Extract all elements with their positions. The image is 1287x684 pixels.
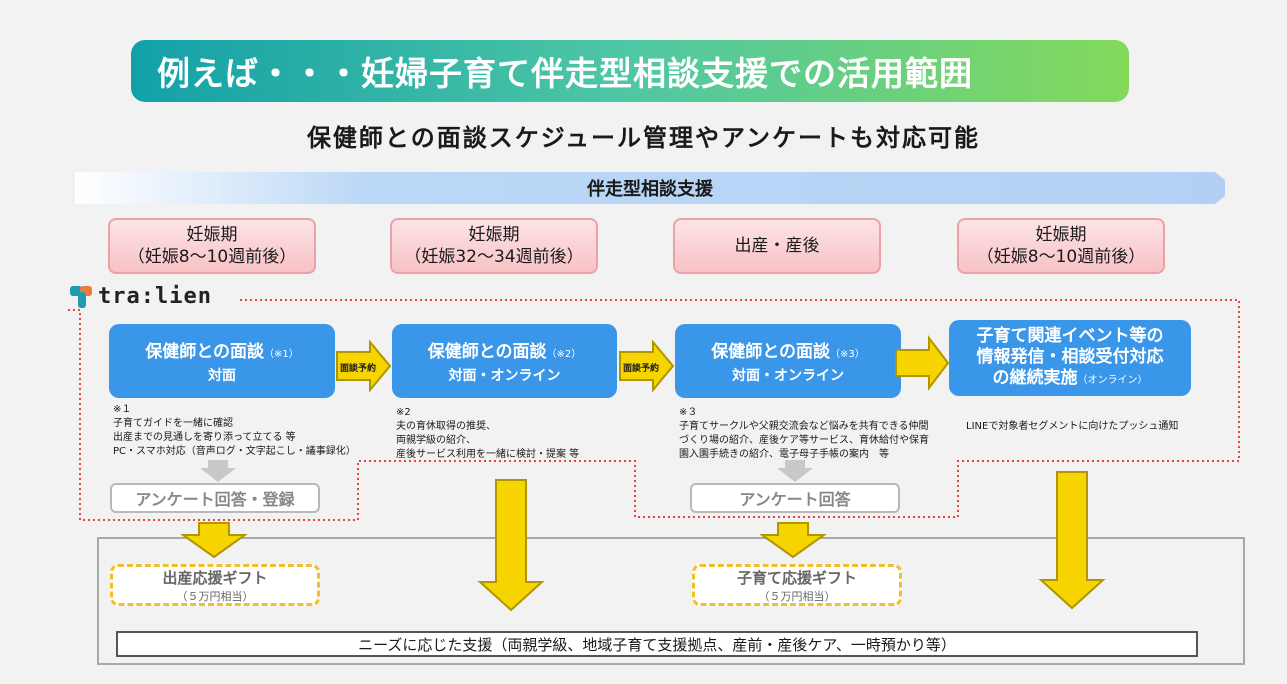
support-frame: [97, 537, 1245, 665]
note-2-line3: 産後サービス利用を一緒に検討・提案 等: [396, 449, 580, 460]
step-4-line3-small: （オンライン）: [1077, 374, 1148, 386]
phase-3: 出産・産後: [673, 218, 881, 274]
arrow-right-1: [336, 340, 392, 392]
needs-support-bar: ニーズに応じた支援（両親学級、地域子育て支援拠点、産前・産後ケア、一時預かり等）: [116, 631, 1198, 657]
arrow-down-gray-2: [777, 460, 813, 482]
phase-2-line2: （妊娠32〜34週前後）: [404, 247, 584, 267]
arrow-down-yellow-1: [181, 522, 247, 559]
step-2-box: 保健師との面談（※2） 対面・オンライン: [392, 324, 617, 398]
step-1-mark: （※1）: [264, 349, 299, 360]
note-4: LINEで対象者セグメントに向けたプッシュ通知: [966, 421, 1179, 432]
step-4-line2: 情報発信・相談受付対応: [976, 346, 1164, 367]
arrow-label-2: 面談予約: [623, 364, 660, 374]
gift-1-name: 出産応援ギフト: [162, 568, 268, 587]
note-3-line2: づくり場の紹介、産後ケア等サービス、育休給付や保育: [679, 435, 929, 446]
tralien-logo: tra:lien: [68, 282, 212, 310]
note-1-line2: 出産までの見通しを寄り添って立てる 等: [113, 432, 296, 443]
phase-4: 妊娠期 （妊娠8〜10週前後）: [957, 218, 1165, 274]
note-3-line3: 園入園手続きの紹介、電子母子手帳の案内 等: [679, 449, 889, 460]
phase-2: 妊娠期 （妊娠32〜34週前後）: [390, 218, 598, 274]
note-2-line2: 両親学級の紹介、: [396, 435, 476, 446]
page-subtitle: 保健師との面談スケジュール管理やアンケートも対応可能: [306, 124, 981, 152]
arrow-down-yellow-2: [760, 522, 826, 559]
arrow-right-3: [895, 335, 950, 391]
phase-1-line1: 妊娠期: [186, 225, 238, 245]
arrow-label-1: 面談予約: [340, 364, 377, 374]
phase-4-line2: （妊娠8〜10週前後）: [976, 247, 1146, 267]
phase-3-line1: 出産・産後: [734, 236, 820, 256]
tralien-logo-icon: [70, 286, 92, 308]
step-2-mark: （※2）: [546, 349, 582, 360]
survey-box-1: アンケート回答・登録: [110, 483, 320, 513]
arrow-down-gray-1: [200, 460, 236, 482]
gift-box-1: 出産応援ギフト （５万円相当）: [110, 564, 320, 606]
note-3: ※３ 子育てサークルや父親交流会など悩みを共有できる仲間 づくり場の紹介、産後ケ…: [679, 406, 929, 462]
gift-2-name: 子育て応援ギフト: [736, 568, 857, 587]
arrow-down-yellow-4: [1038, 471, 1106, 610]
step-3-mark: （※3）: [830, 349, 865, 360]
arrow-down-yellow-3: [477, 479, 545, 612]
step-4-line3: の継続実施: [992, 367, 1078, 388]
note-1-line3: PC・スマホ対応（音声ログ・文字起こし・議事録化）: [113, 446, 356, 457]
phase-4-line1: 妊娠期: [1035, 225, 1087, 245]
note-2-line1: 夫の育休取得の推奨、: [396, 421, 496, 432]
step-4-box: 子育て関連イベント等の 情報発信・相談受付対応 の継続実施（オンライン）: [949, 320, 1191, 396]
step-1-title: 保健師との面談: [145, 342, 265, 362]
note-1: ※１ 子育てガイドを一緒に確認 出産までの見通しを寄り添って立てる 等 PC・ス…: [113, 403, 356, 459]
step-1-sub: 対面: [208, 368, 236, 384]
band-label: 伴走型相談支援: [587, 179, 713, 200]
note-3-mark: ※３: [679, 407, 698, 418]
step-1-box: 保健師との面談（※1） 対面: [109, 324, 335, 398]
logo-text: tra:lien: [98, 283, 212, 309]
gift-box-2: 子育て応援ギフト （５万円相当）: [692, 564, 902, 606]
arrow-right-2: [619, 340, 675, 392]
step-3-title: 保健師との面談: [711, 342, 831, 362]
support-band-arrow: 伴走型相談支援: [75, 172, 1225, 204]
note-3-line1: 子育てサークルや父親交流会など悩みを共有できる仲間: [679, 421, 929, 432]
survey-box-2: アンケート回答: [690, 483, 900, 513]
step-3-box: 保健師との面談（※3） 対面・オンライン: [675, 324, 901, 398]
step-2-title: 保健師との面談: [427, 342, 547, 362]
step-3-sub: 対面・オンライン: [732, 368, 844, 384]
step-2-sub: 対面・オンライン: [448, 368, 561, 384]
note-2-mark: ※2: [396, 407, 411, 418]
note-2: ※2 夫の育休取得の推奨、 両親学級の紹介、 産後サービス利用を一緒に検討・提案…: [396, 406, 579, 462]
note-1-line1: 子育てガイドを一緒に確認: [113, 418, 233, 429]
phase-1: 妊娠期 （妊娠8〜10週前後）: [108, 218, 316, 274]
page-title: 例えば・・・妊婦子育て伴走型相談支援での活用範囲: [131, 40, 1129, 102]
phase-2-line1: 妊娠期: [468, 225, 520, 245]
step-4-line1: 子育て関連イベント等の: [976, 325, 1164, 346]
phase-1-line2: （妊娠8〜10週前後）: [127, 247, 297, 267]
gift-1-amount: （５万円相当）: [176, 589, 254, 603]
note-1-mark: ※１: [113, 404, 132, 415]
gift-2-amount: （５万円相当）: [758, 589, 836, 603]
